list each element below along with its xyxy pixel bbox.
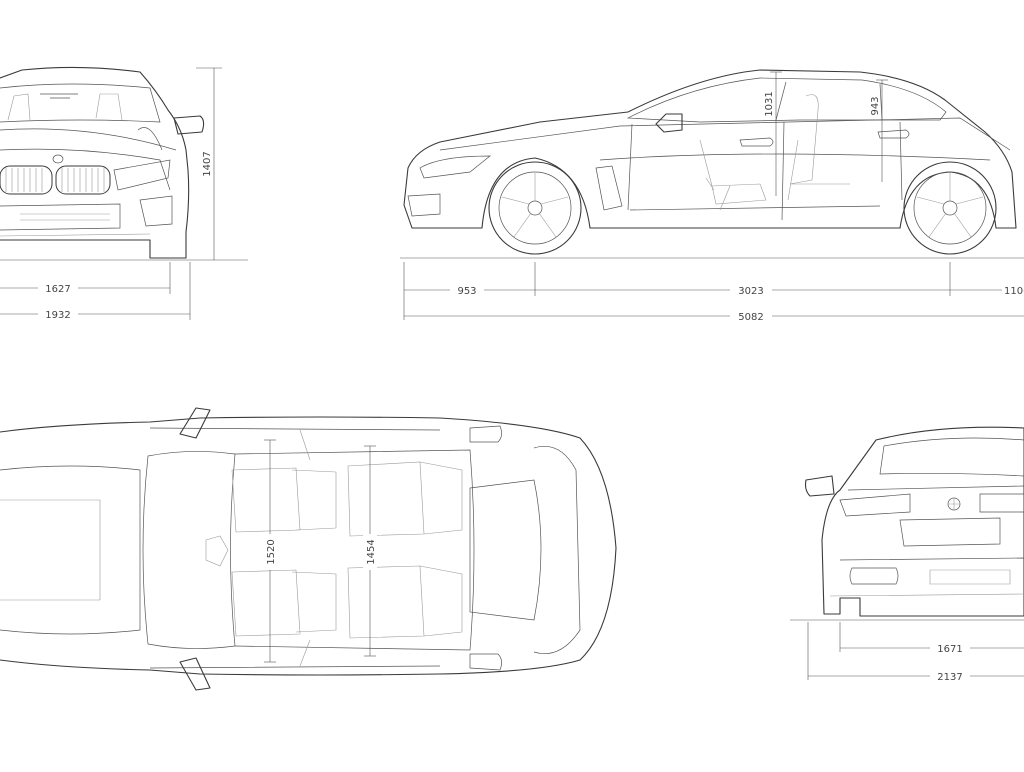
front-width-label: 1932 — [45, 310, 70, 321]
side-view: 1031 943 953 3023 1106 5082 — [400, 69, 1024, 323]
front-overhang-label: 953 — [457, 286, 476, 297]
front-shoulder-label: 1520 — [266, 539, 277, 564]
length-label: 5082 — [738, 312, 763, 323]
top-view: 1520 1454 — [0, 407, 617, 691]
rear-wheel — [903, 161, 997, 255]
front-view: 1407 1627 1932 — [0, 66, 248, 321]
wheelbase-label: 3023 — [738, 286, 763, 297]
rear-track-label: 1671 — [937, 644, 962, 655]
front-height-label: 1407 — [202, 151, 213, 176]
front-headroom-label: 1031 — [764, 91, 775, 116]
rear-view: 1671 2137 — [790, 426, 1024, 683]
rear-shoulder-label: 1454 — [366, 539, 377, 564]
front-wheel — [488, 161, 582, 255]
rear-overhang-label: 1106 — [1004, 286, 1024, 297]
front-track-label: 1627 — [45, 284, 70, 295]
rear-width-label: 2137 — [937, 672, 962, 683]
rear-headroom-label: 943 — [870, 96, 881, 115]
